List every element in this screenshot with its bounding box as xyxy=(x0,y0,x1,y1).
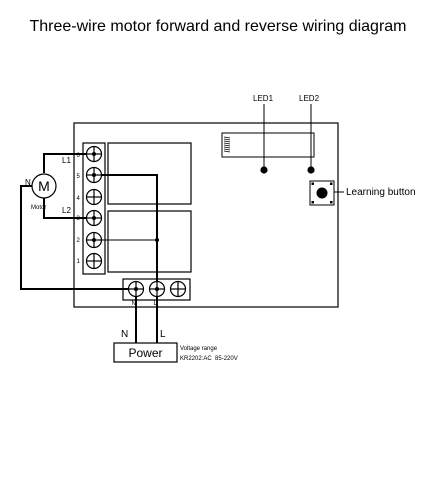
led-window xyxy=(221,132,315,158)
voltage-range-title: Voltage range xyxy=(180,346,218,352)
led2-label: LED2 xyxy=(299,94,320,103)
motor-symbol: M xyxy=(38,178,50,194)
power-terminal-l-label: L xyxy=(154,301,158,307)
led1-label: LED1 xyxy=(253,94,274,103)
terminal-number-6: 6 xyxy=(77,153,81,159)
power-l-label: L xyxy=(160,329,166,340)
learning-button xyxy=(309,180,335,206)
relay-upper xyxy=(107,142,192,205)
terminal-screw-2 xyxy=(85,231,103,249)
power-terminal-n-label: N xyxy=(132,301,136,307)
motor-l1-label: L1 xyxy=(62,156,71,165)
terminal-screw-5 xyxy=(85,166,103,184)
relay-lower xyxy=(107,210,192,273)
wire-motor-neutral xyxy=(20,185,136,290)
terminal-screw-6 xyxy=(85,145,103,163)
motor-caption: Motor xyxy=(31,205,46,211)
terminal-number-4: 4 xyxy=(77,196,81,202)
terminal-screw-3 xyxy=(85,209,103,227)
power-supply-box xyxy=(113,342,178,363)
terminal-number-1: 1 xyxy=(77,259,81,265)
wire-l2 xyxy=(43,197,94,219)
learning-button-label: Learning button xyxy=(346,187,416,198)
power-label: Power xyxy=(128,346,162,360)
motor-icon xyxy=(31,173,57,199)
wire-l1 xyxy=(43,153,94,173)
led1-indicator xyxy=(260,166,268,174)
antenna-coil-icon xyxy=(223,136,231,153)
terminal-number-5: 5 xyxy=(77,174,81,180)
led2-indicator xyxy=(307,166,315,174)
diagram-title: Three-wire motor forward and reverse wir… xyxy=(29,18,406,35)
motor-l2-label: L2 xyxy=(62,206,71,215)
motor-neutral-label: N xyxy=(25,178,31,187)
wire-junction xyxy=(155,238,159,242)
terminal-number-2: 2 xyxy=(77,238,81,244)
terminal-screw-1 xyxy=(85,252,103,270)
power-screw-n xyxy=(127,280,145,298)
power-screw-ground xyxy=(169,280,187,298)
power-n-label: N xyxy=(121,329,128,340)
wire-common-live xyxy=(94,174,158,289)
voltage-range-value: KR2202:AC 85-220V xyxy=(180,356,238,362)
power-screw-l xyxy=(148,280,166,298)
terminal-screw-4 xyxy=(85,188,103,206)
